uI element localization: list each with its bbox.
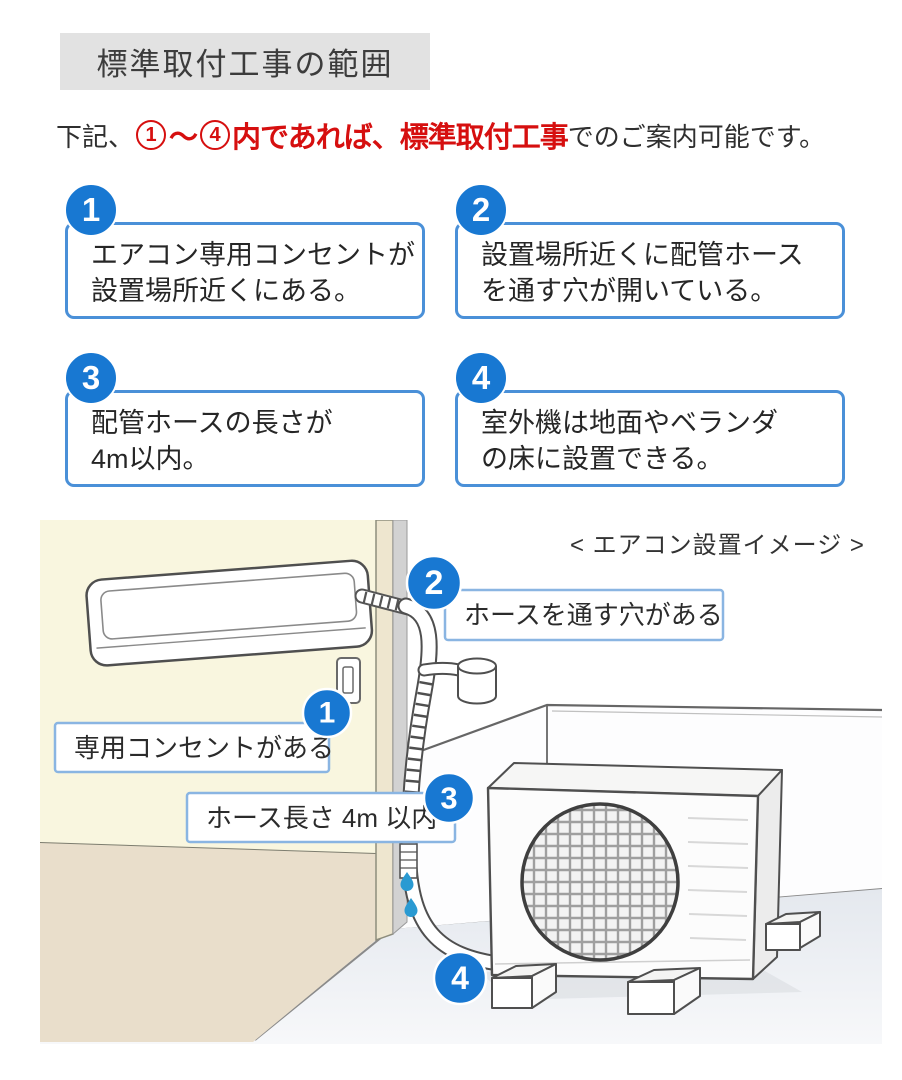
pipe-sleeve	[399, 843, 418, 879]
installation-diagram: < エアコン設置イメージ > ホースを通す穴がある 専用コンセントがある ホース…	[40, 520, 882, 1044]
number-badge-2: 2	[454, 183, 508, 237]
condition-box-3: 3 配管ホースの長さが 4m以内。	[64, 351, 425, 487]
diagram-badge-3-number: 3	[440, 781, 457, 816]
condition-3-line-2: 4m以内。	[91, 444, 210, 474]
condition-box-2: 2 設置場所近くに配管ホース を通す穴が開いている。	[454, 183, 845, 319]
number-badge-4: 4	[454, 351, 508, 405]
diagram-badge-1: 1	[301, 687, 353, 739]
callout-hole-text: ホースを通す穴がある	[464, 600, 723, 630]
diagram-caption: < エアコン設置イメージ >	[570, 532, 865, 559]
diagram-badge-2-number: 2	[425, 564, 444, 602]
condition-4-line-1: 室外機は地面やベランダ	[481, 408, 778, 438]
power-outlet	[336, 657, 361, 704]
diagram-badge-4-number: 4	[451, 960, 469, 996]
water-drops	[400, 872, 418, 917]
subtitle-suffix: でのご案内可能です。	[567, 121, 826, 152]
callout-hose-length: ホース長さ 4m 以内	[185, 791, 457, 844]
subtitle-tilde: 〜	[169, 122, 198, 154]
condition-2-line-1: 設置場所近くに配管ホース	[481, 240, 804, 270]
condition-box-4: 4 室外機は地面やベランダ の床に設置できる。	[454, 351, 845, 487]
number-badge-1: 1	[64, 183, 118, 237]
condition-3-line-1: 配管ホースの長さが	[91, 408, 333, 438]
condition-2-line-2: を通す穴が開いている。	[481, 276, 778, 306]
vent-lines	[687, 817, 749, 941]
diagram-badge-3: 3	[422, 771, 476, 825]
number-badge-3: 3	[64, 351, 118, 405]
subtitle-prefix: 下記、	[56, 121, 135, 152]
condition-4-line-2: の床に設置できる。	[481, 444, 724, 474]
condition-box-1: 1 エアコン専用コンセントが 設置場所近くにある。	[64, 183, 425, 319]
condition-1-line-2: 設置場所近くにある。	[91, 276, 361, 306]
outdoor-unit	[486, 762, 783, 981]
diagram-badge-2: 2	[405, 554, 463, 612]
subtitle: 下記、 1 〜 4 内であれば、標準取付工事 でのご案内可能です。	[56, 112, 825, 158]
callout-hose-length-text: ホース長さ 4m 以内	[206, 803, 437, 833]
fan-grille	[520, 802, 680, 962]
foundation-blocks	[491, 911, 821, 1015]
indoor-ac-unit	[85, 559, 374, 667]
conditions-grid: 1 エアコン専用コンセントが 設置場所近くにある。 2 設置場所近くに配管ホース…	[64, 183, 845, 487]
callout-outlet-text: 専用コンセントがある	[74, 733, 334, 763]
page-title: 標準取付工事の範囲	[60, 33, 430, 90]
circled-number-start: 1	[136, 120, 167, 150]
callout-hole: ホースを通す穴がある	[443, 588, 725, 642]
diagram-badge-4: 4	[432, 950, 488, 1006]
diagram-badge-1-number: 1	[319, 697, 336, 730]
callout-outlet: 専用コンセントがある	[53, 721, 334, 774]
drain-elbow	[417, 657, 497, 705]
condition-1-line-1: エアコン専用コンセントが	[91, 240, 415, 270]
circled-number-end: 4	[200, 120, 231, 150]
subtitle-emphasis: 内であれば、標準取付工事	[232, 122, 569, 154]
